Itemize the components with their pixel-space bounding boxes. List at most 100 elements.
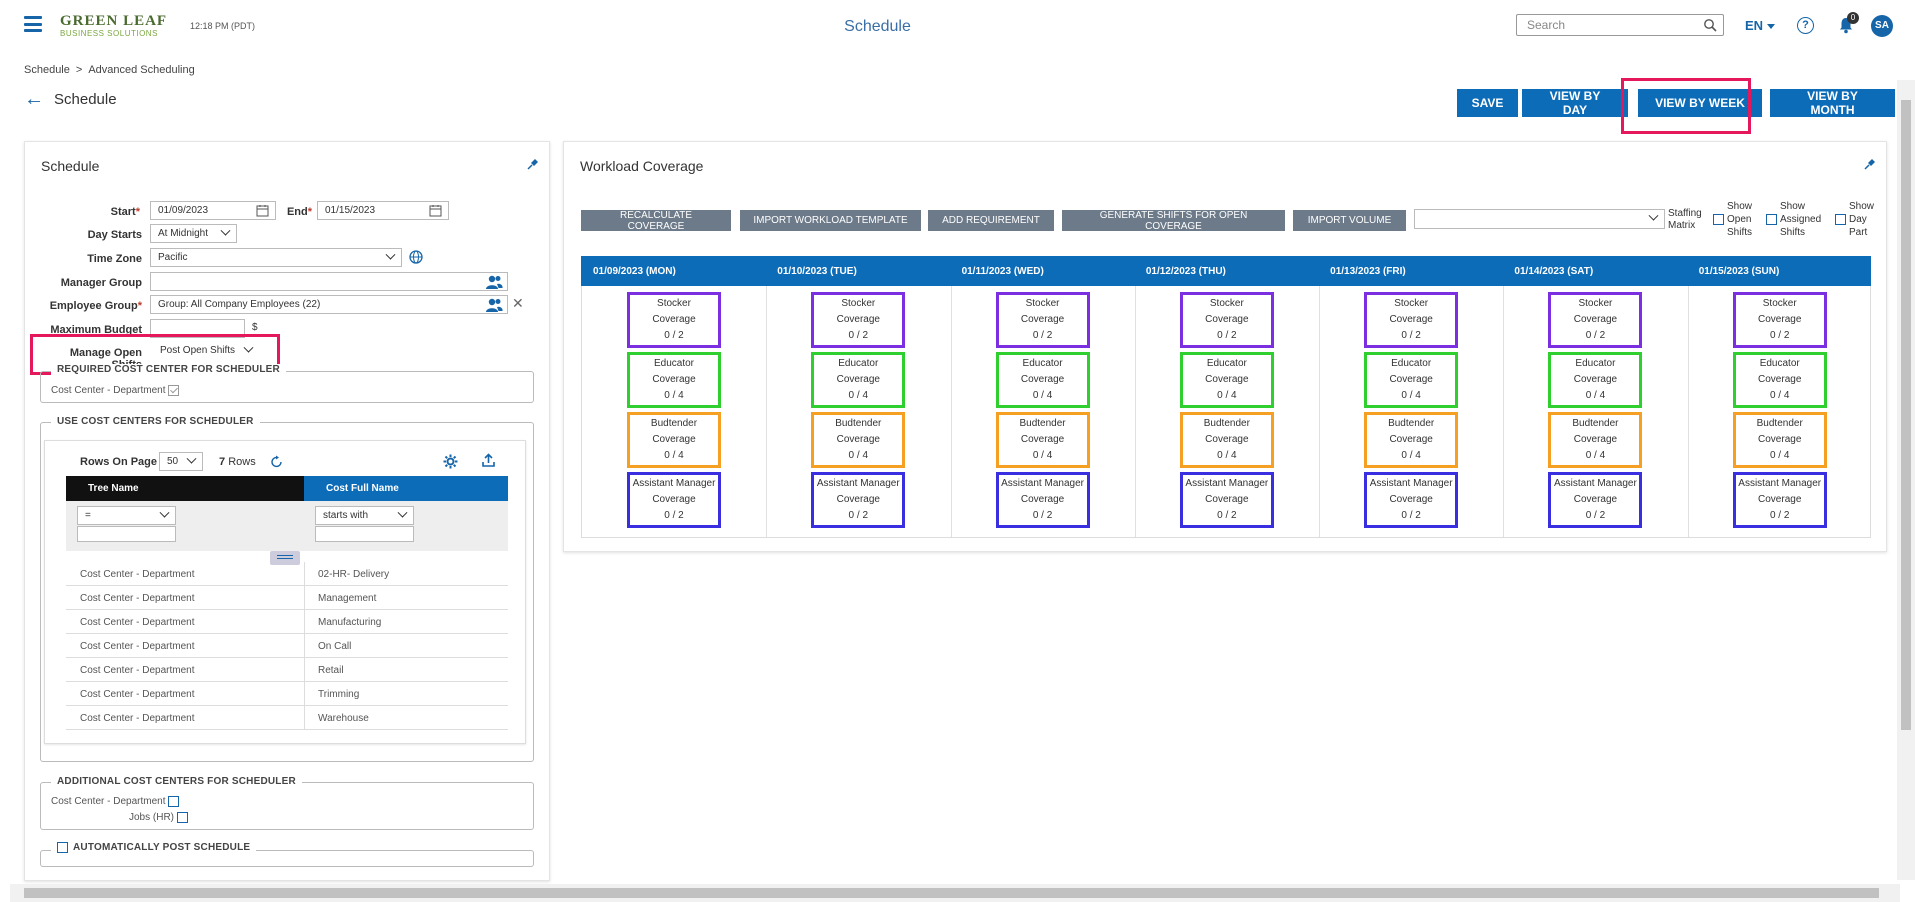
day-header[interactable]: 01/15/2023 (SUN)	[1698, 266, 1780, 277]
open-shifts-dropdown[interactable]: Post Open Shifts	[153, 342, 259, 361]
search-box[interactable]	[1516, 14, 1724, 36]
vertical-scroll-thumb[interactable]	[1901, 100, 1911, 730]
auto-post-checkbox[interactable]	[57, 842, 68, 853]
manager-group-field[interactable]	[150, 272, 508, 291]
horizontal-scrollbar[interactable]	[10, 884, 1900, 902]
end-date-field[interactable]: 01/15/2023	[317, 201, 449, 220]
cost-filter-operator[interactable]: starts with	[315, 506, 414, 525]
day-header[interactable]: 01/09/2023 (MON)	[593, 266, 676, 277]
day-header[interactable]: 01/14/2023 (SAT)	[1514, 266, 1594, 277]
tree-filter-input[interactable]	[77, 526, 176, 542]
calendar-icon[interactable]	[429, 204, 442, 217]
resize-handle-icon[interactable]	[270, 551, 300, 565]
show-open-shifts-checkbox[interactable]	[1713, 214, 1724, 225]
logo[interactable]: GREEN LEAF BUSINESS SOLUTIONS	[60, 14, 167, 39]
cost-filter-input[interactable]	[315, 526, 414, 542]
day-starts-dropdown[interactable]: At Midnight	[150, 224, 237, 243]
day-header[interactable]: 01/11/2023 (WED)	[961, 266, 1044, 277]
clear-icon[interactable]: ✕	[512, 295, 524, 311]
add-requirement-button[interactable]: ADD REQUIREMENT	[928, 210, 1054, 231]
menu-icon[interactable]	[24, 16, 42, 32]
start-date-field[interactable]: 01/09/2023	[150, 201, 276, 220]
col-header-tree[interactable]: Tree Name	[66, 476, 304, 501]
language-selector[interactable]: EN	[1745, 18, 1776, 33]
rows-on-page-dropdown[interactable]: 50	[159, 452, 203, 471]
refresh-icon[interactable]	[270, 455, 284, 469]
search-input[interactable]	[1517, 15, 1697, 35]
show-assigned-shifts-checkbox[interactable]	[1766, 214, 1777, 225]
pin-icon[interactable]	[527, 158, 539, 170]
back-arrow-icon[interactable]: ←	[24, 88, 44, 110]
view-by-month-button[interactable]: VIEW BY MONTH	[1770, 89, 1895, 117]
show-day-part-checkbox[interactable]	[1835, 214, 1846, 225]
day-header[interactable]: 01/13/2023 (FRI)	[1330, 266, 1406, 277]
help-icon[interactable]: ?	[1797, 17, 1814, 34]
people-icon[interactable]	[485, 297, 503, 313]
view-by-week-button[interactable]: VIEW BY WEEK	[1638, 89, 1762, 117]
recalculate-coverage-button[interactable]: RECALCULATE COVERAGE	[581, 210, 731, 232]
avatar[interactable]: SA	[1871, 15, 1893, 37]
col-header-cost[interactable]: Cost Full Name	[304, 476, 508, 501]
import-workload-template-button[interactable]: IMPORT WORKLOAD TEMPLATE	[740, 210, 921, 231]
day-header[interactable]: 01/12/2023 (THU)	[1145, 266, 1226, 277]
tree-filter-operator[interactable]: =	[77, 506, 176, 525]
generate-shifts-button[interactable]: GENERATE SHIFTS FOR OPEN COVERAGE	[1062, 210, 1285, 232]
additional-checkbox-1[interactable]	[176, 812, 188, 823]
day-header[interactable]: 01/10/2023 (TUE)	[777, 266, 857, 277]
gear-icon[interactable]	[443, 454, 458, 469]
import-volume-button[interactable]: IMPORT VOLUME	[1293, 210, 1406, 231]
additional-checkbox-0[interactable]	[168, 796, 180, 807]
globe-icon[interactable]	[409, 250, 423, 264]
employee-group-field[interactable]: Group: All Company Employees (22)	[150, 295, 508, 314]
horizontal-scroll-thumb[interactable]	[24, 888, 1879, 898]
calendar-icon[interactable]	[256, 204, 269, 217]
time-zone-dropdown[interactable]: Pacific	[150, 248, 402, 267]
search-icon[interactable]	[1703, 18, 1717, 32]
breadcrumb-root[interactable]: Schedule	[24, 64, 70, 76]
export-icon[interactable]	[481, 453, 496, 468]
coverage-label: Coverage	[836, 374, 880, 385]
max-budget-field[interactable]	[150, 319, 245, 338]
vertical-scrollbar[interactable]	[1897, 80, 1915, 880]
people-icon[interactable]	[485, 274, 503, 290]
staffing-matrix-dropdown[interactable]	[1414, 209, 1665, 229]
pin-icon[interactable]	[1864, 158, 1876, 170]
view-by-day-button[interactable]: VIEW BY DAY	[1522, 89, 1628, 117]
save-button[interactable]: SAVE	[1457, 89, 1518, 117]
